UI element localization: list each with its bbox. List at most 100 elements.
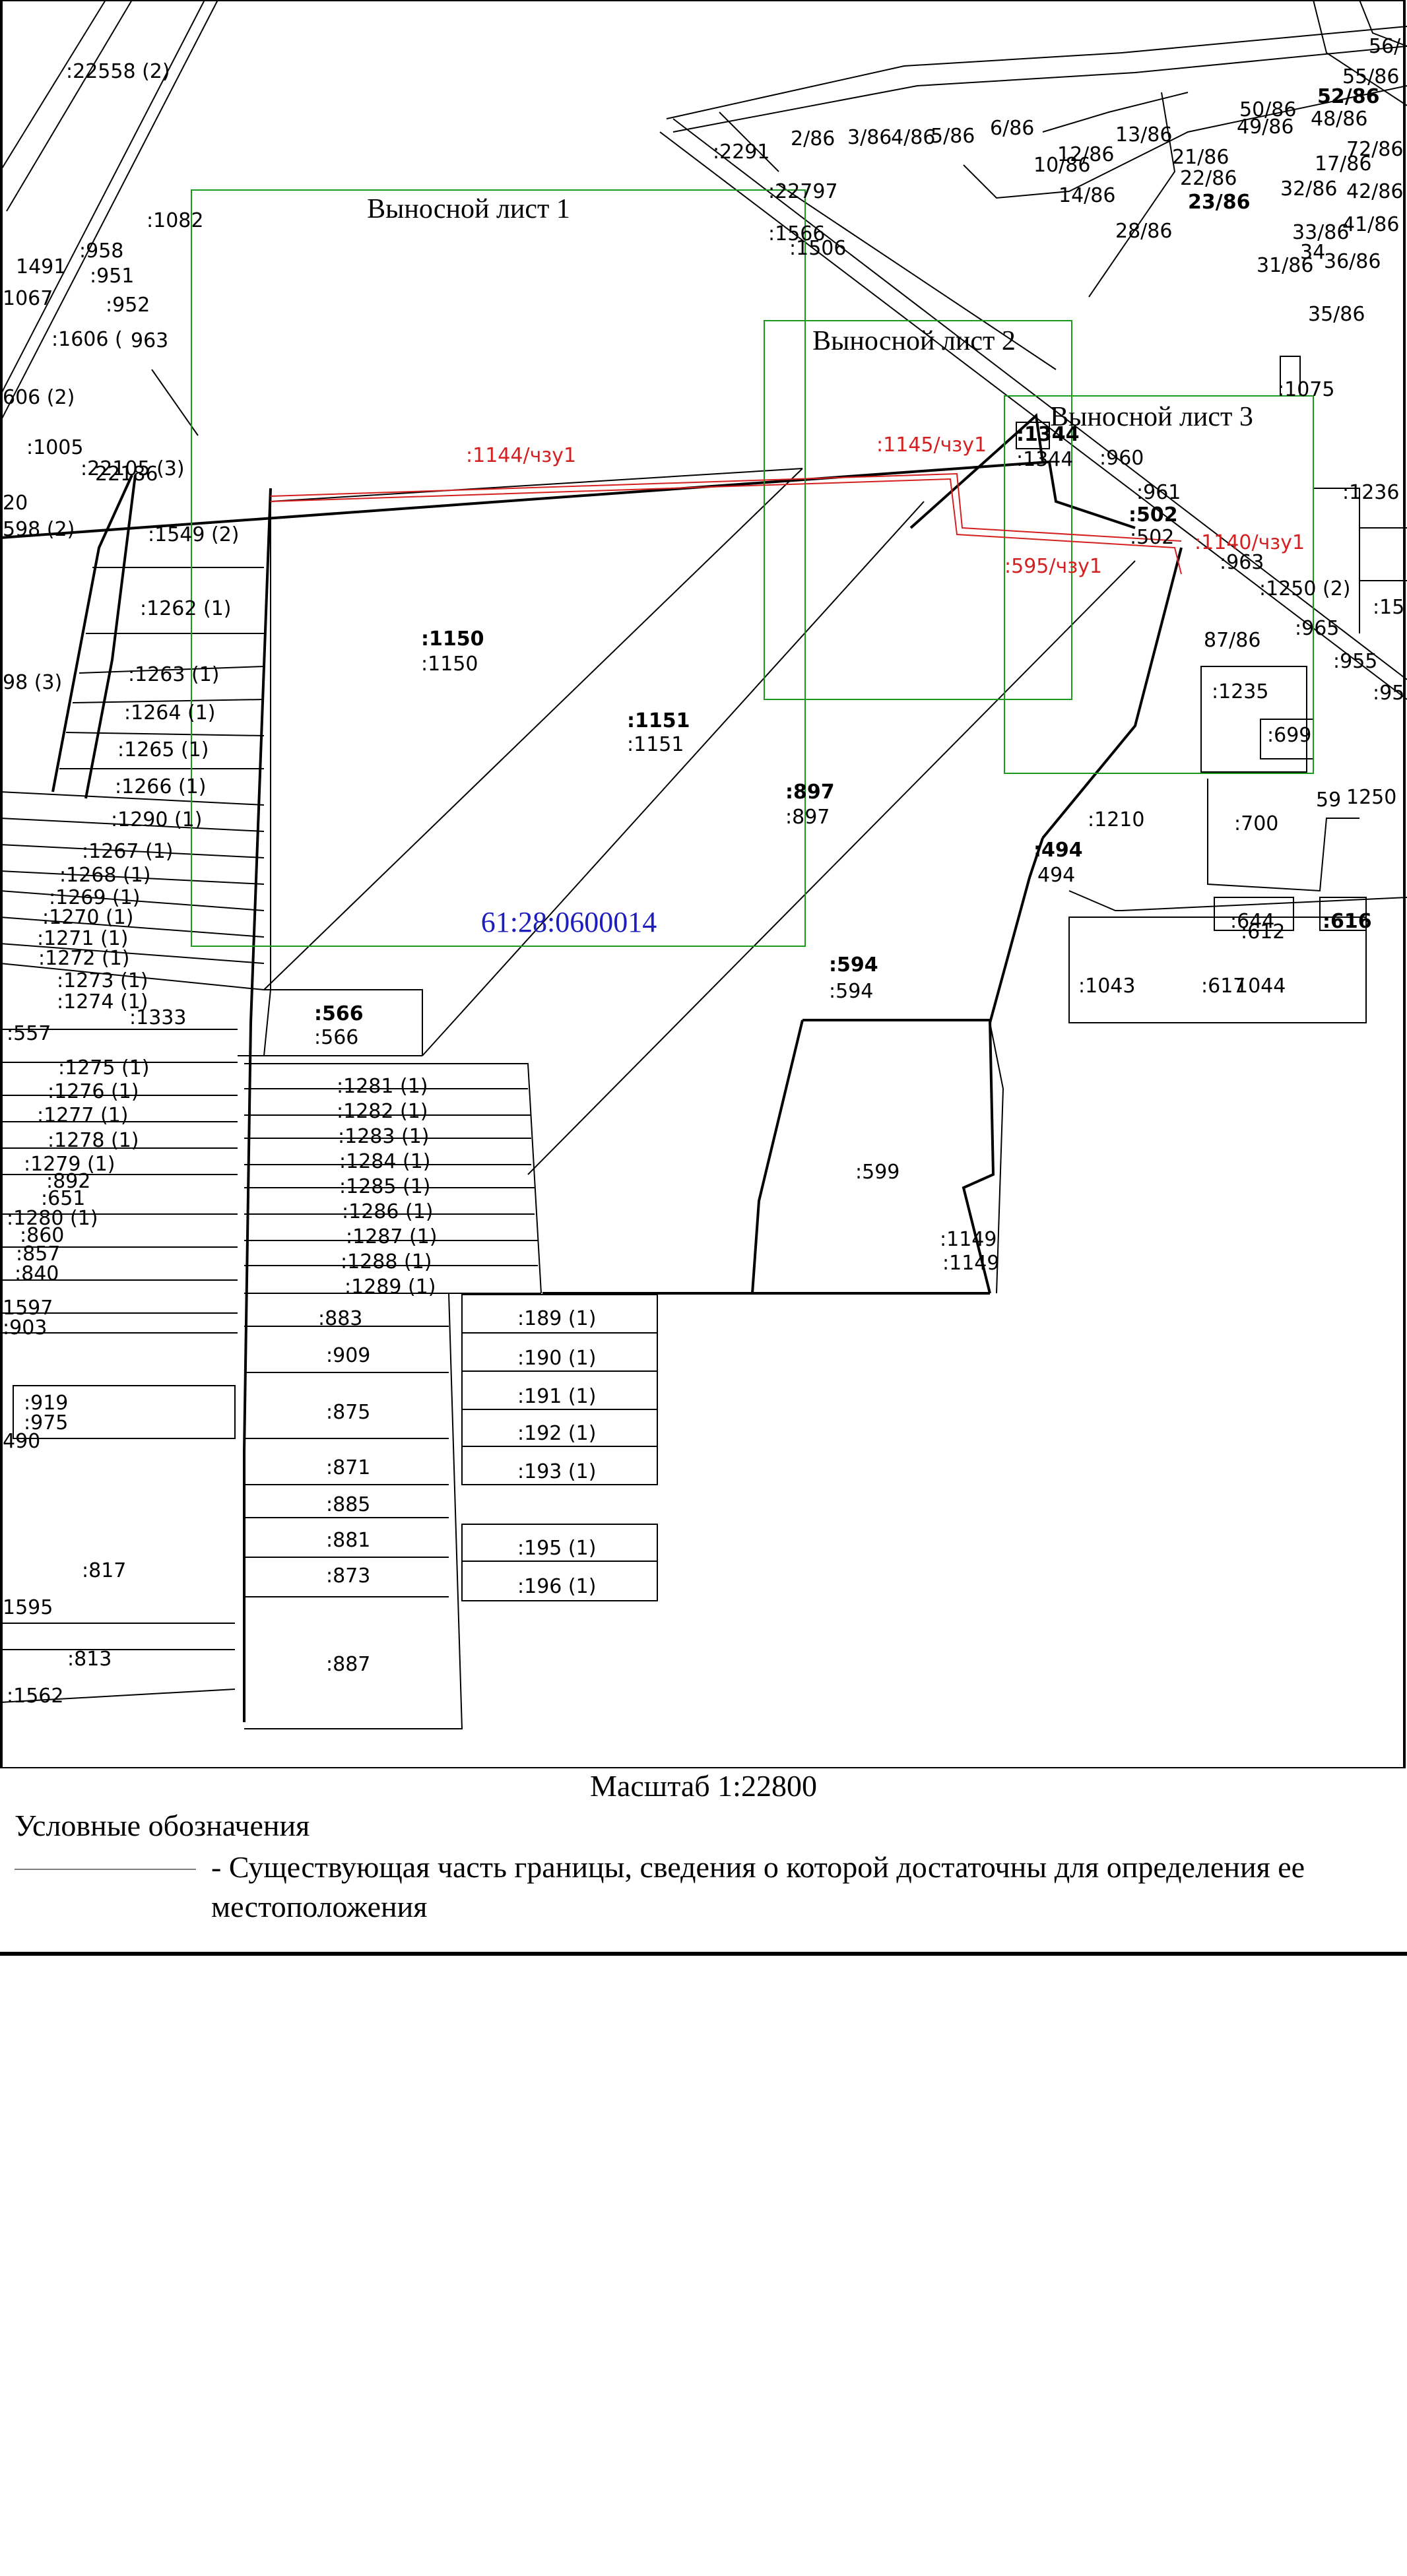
parcel-label: :1266 (1) <box>115 775 207 798</box>
parcel-label: 4/86 <box>891 126 935 149</box>
road-lines <box>0 0 1407 700</box>
inset-sheet-2-frame <box>764 320 1072 700</box>
parcel-label: :881 <box>326 1529 370 1552</box>
parcel-label: :22558 (2) <box>66 60 170 83</box>
new-parcel-boundary <box>270 472 1182 575</box>
parcel-label: :616 <box>1323 910 1372 933</box>
cadastral-block-number: 61:28:0600014 <box>481 906 657 938</box>
parcel-labels: :1150 :1150 :1151 :1151 :897 :897 :594 :… <box>3 35 1404 1708</box>
parcel-label: 36/86 <box>1324 250 1381 273</box>
parcel-label: :1284 (1) <box>339 1150 431 1173</box>
parcel-label: :1281 (1) <box>337 1075 428 1098</box>
scale-label: Масштаб 1:22800 <box>590 1769 817 1803</box>
parcel-label: :566 <box>314 1026 358 1049</box>
inset-frames <box>191 189 1314 947</box>
parcel-label: :963 <box>1220 551 1264 574</box>
parcel-label: 87/86 <box>1204 629 1260 652</box>
parcel-label: :1267 (1) <box>82 840 174 863</box>
parcel-label: :1273 (1) <box>57 969 148 992</box>
parcel-label: :1282 (1) <box>337 1100 428 1123</box>
parcel-label: 72/86 <box>1346 138 1403 161</box>
parcel-label: 56/ <box>1369 35 1401 58</box>
parcel-label: :1287 (1) <box>346 1225 438 1248</box>
parcel-label: :612 <box>1241 920 1285 944</box>
parcel-label: 41/86 <box>1342 213 1399 236</box>
parcel-label: :960 <box>1099 447 1144 470</box>
parcel-label: 98 (3) <box>3 671 62 694</box>
parcel-label: :1344 <box>1016 448 1073 471</box>
parcel-label: 59 <box>1316 789 1341 812</box>
parcel-label: :1606 ( <box>51 328 123 351</box>
parcel-label: :1276 (1) <box>48 1080 139 1103</box>
legend-panel: Масштаб 1:22800 Условные обозначения - С… <box>0 1768 1407 1956</box>
parcel-label: :951 <box>90 265 134 288</box>
parcel-label: 606 (2) <box>3 386 75 409</box>
parcel-label: :191 (1) <box>517 1385 596 1408</box>
parcel-label: :594 <box>829 980 873 1003</box>
parcel-label: :903 <box>3 1316 47 1339</box>
label-1144-chzu: :1144/чзу1 <box>466 444 576 467</box>
label-1140-chzu: :1140/чзу1 <box>1194 531 1305 554</box>
parcel-label: :1149 <box>940 1228 997 1251</box>
parcel-label: :599 <box>855 1161 900 1184</box>
parcel-label: 48/86 <box>1311 108 1367 131</box>
parcel-label: :195 (1) <box>517 1537 596 1560</box>
parcel-label: :975 <box>24 1411 68 1434</box>
parcel-label: :1278 (1) <box>48 1129 139 1152</box>
cadastral-map-sheet: Выносной лист 1 Выносной лист 2 Выносной… <box>0 0 1407 1956</box>
parcel-label: :887 <box>326 1653 370 1676</box>
parcel-label: :892 <box>46 1170 90 1193</box>
parcel-label: :1236 <box>1342 481 1399 504</box>
parcel-label: :1289 (1) <box>344 1275 436 1299</box>
parcel-label: :196 (1) <box>517 1575 596 1598</box>
parcel-label: :192 (1) <box>517 1422 596 1445</box>
legend-line-symbol <box>15 1869 196 1870</box>
parcel-label: :193 (1) <box>517 1460 596 1483</box>
parcel-label: :919 <box>24 1392 68 1415</box>
parcel-label: :1562 <box>7 1685 63 1708</box>
parcel-label: :1263 (1) <box>128 663 220 686</box>
label-1145-chzu: :1145/чзу1 <box>876 434 987 457</box>
parcel-label: :875 <box>326 1401 370 1424</box>
parcel-label: :1274 (1) <box>57 990 148 1014</box>
parcel-label: 31/86 <box>1257 254 1313 277</box>
parcel-label: :1262 (1) <box>140 597 232 620</box>
parcel-label: :566 <box>314 1002 364 1025</box>
parcel-label: 35/86 <box>1308 303 1365 326</box>
parcel-label: 49/86 <box>1237 115 1293 139</box>
parcel-label: :2291 <box>713 141 769 164</box>
parcel-label: :1549 (2) <box>148 523 240 546</box>
parcel-label: :1290 (1) <box>111 808 203 831</box>
parcel-label: 55/86 <box>1342 65 1399 88</box>
parcel-label: 1597 <box>3 1297 53 1320</box>
sheet-bottom-border <box>0 1952 1407 1956</box>
legend-item-description: - Существующая часть границы, сведения о… <box>211 1850 1305 1923</box>
parcel-label: 42/86 <box>1346 180 1403 203</box>
parcel-label: :897 <box>785 781 835 804</box>
parcel-label: 2/86 <box>791 127 835 150</box>
parcel-label: :1333 <box>129 1006 186 1029</box>
parcel-label: :1270 (1) <box>42 906 134 929</box>
inset-sheet-1-title: Выносной лист 1 <box>367 194 570 224</box>
legend-title: Условные обозначения <box>15 1809 310 1842</box>
parcel-label: :1566 <box>768 222 825 245</box>
parcel-label: :1151 <box>627 709 690 732</box>
parcel-label: :1151 <box>627 733 684 756</box>
parcel-label: 6/86 <box>990 117 1034 140</box>
parcel-label: 23/86 <box>1188 191 1250 214</box>
parcel-label: 963 <box>131 329 168 352</box>
parcel-label: :190 (1) <box>517 1347 596 1370</box>
parcel-label: :594 <box>829 953 878 977</box>
parcel-label: :617 <box>1201 975 1245 998</box>
parcel-label: :883 <box>318 1307 362 1330</box>
parcel-label: :873 <box>326 1564 370 1588</box>
parcel-label: :15 <box>1373 596 1404 619</box>
inset-sheet-3-frame <box>1004 395 1314 774</box>
parcel-label: 34 <box>1300 241 1325 264</box>
parcel-label: 5/86 <box>931 125 975 148</box>
map-canvas: Выносной лист 1 Выносной лист 2 Выносной… <box>0 0 1407 1768</box>
map-border <box>0 0 1406 1768</box>
parcel-label: 598 (2) <box>3 518 75 541</box>
inset-sheet-3-title: Выносной лист 3 <box>1050 402 1253 432</box>
parcel-label: 14/86 <box>1059 184 1115 207</box>
